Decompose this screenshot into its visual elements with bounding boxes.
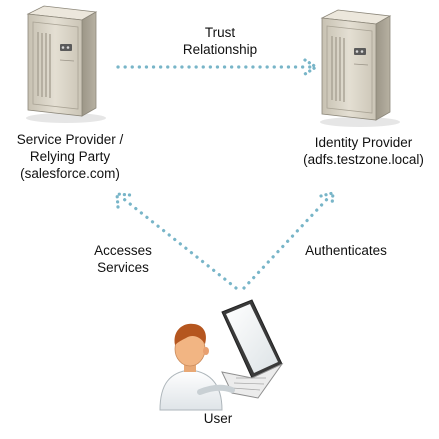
authenticates-label: Authenticates [286,242,406,259]
accesses-label-line-1: Accesses [94,243,152,258]
trust-arrow [116,58,318,76]
service-provider-label: Service Provider / Relying Party (salesf… [0,131,140,182]
user-label-text: User [203,411,233,426]
accesses-arrow [115,192,238,290]
user-label: User [188,410,248,427]
accesses-label-line-2: Services [97,260,149,275]
trust-relationship-label: Trust Relationship [140,24,300,58]
trust-label-line-1: Trust [204,25,236,40]
service-provider-label-line-1: Service Provider / [16,132,124,147]
accesses-services-label: Accesses Services [68,242,178,276]
identity-provider-label-line-1: Identity Provider [314,135,413,150]
authenticates-label-text: Authenticates [305,243,387,258]
identity-provider-label-line-2: (adfs.testzone.local) [303,152,424,167]
service-provider-server-icon [26,5,106,123]
trust-label-line-2: Relationship [182,42,258,57]
identity-provider-label: Identity Provider (adfs.testzone.local) [288,134,439,168]
service-provider-label-line-3: (salesforce.com) [20,166,120,181]
authenticates-arrow [242,191,335,290]
identity-provider-server-icon [320,9,400,127]
service-provider-label-line-2: Relying Party [29,149,111,164]
user-laptop-icon [159,299,284,411]
